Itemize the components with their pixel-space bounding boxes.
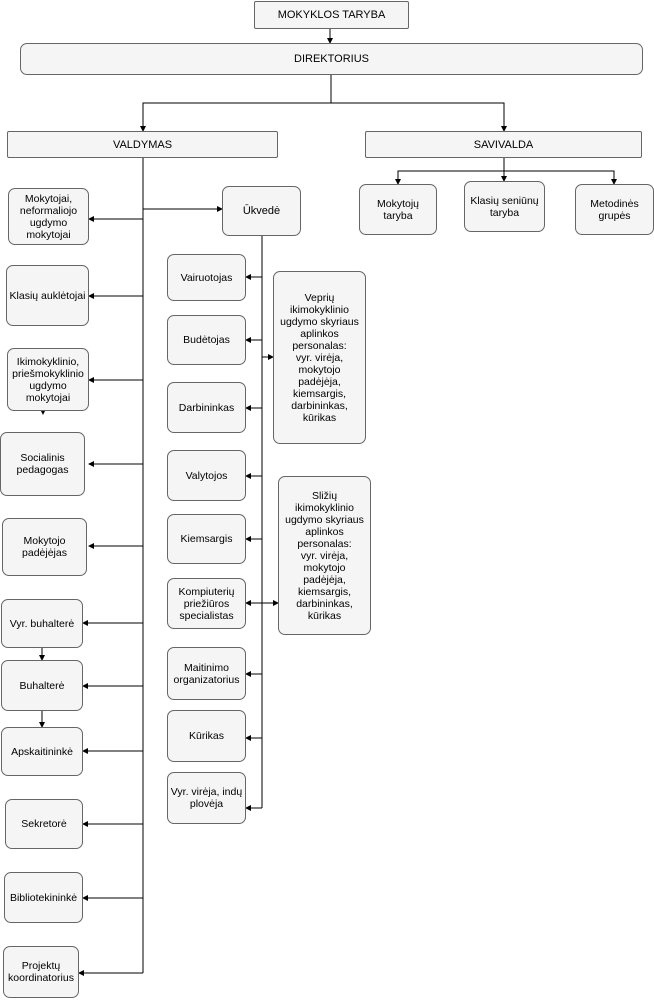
housekeeper-node: Ūkvedė	[222, 186, 301, 236]
director-node: DIREKTORIUS	[20, 43, 643, 75]
head-cook-node: Vyr. virėja, indų plovėja	[167, 772, 246, 824]
it-specialist-node: Kompiuterių priežiūros specialistas	[167, 578, 246, 629]
catering-organizer-node: Maitinimo organizatorius	[167, 647, 246, 700]
worker-node: Darbininkas	[167, 382, 246, 433]
social-pedagogue-node: Socialinis pedagogas	[0, 432, 85, 496]
cleaners-node: Valytojos	[167, 450, 246, 501]
vepriai-staff-node: Veprių ikimokyklinio ugdymo skyriaus apl…	[273, 271, 366, 444]
slizai-staff-node: Sližių ikimokyklinio ugdymo skyriaus apl…	[278, 476, 371, 635]
preschool-teachers-node: Ikimokyklinio, priešmokyklinio ugdymo mo…	[7, 348, 89, 411]
project-coordinator-node: Projektų koordinatorius	[3, 946, 79, 998]
watchman-node: Budėtojas	[167, 315, 246, 365]
chief-accountant-node: Vyr. buhalterė	[1, 599, 83, 648]
stoker-node: Kūrikas	[167, 710, 246, 762]
librarian-node: Bibliotekininkė	[4, 872, 83, 923]
accountant-node: Buhalterė	[1, 660, 83, 711]
secretary-node: Sekretorė	[5, 799, 83, 849]
class-elders-council-node: Klasių seniūnų taryba	[464, 181, 545, 232]
driver-node: Vairuotojas	[167, 254, 246, 301]
yard-keeper-node: Kiemsargis	[167, 514, 246, 564]
self-government-node: SAVIVALDA	[365, 131, 642, 158]
methodical-groups-node: Metodinės grupės	[575, 184, 654, 235]
teachers-council-node: Mokytojų taryba	[359, 184, 437, 235]
bookkeeper-node: Apskaitininkė	[1, 727, 83, 776]
class-tutors-node: Klasių auklėtojai	[6, 265, 89, 326]
school-council-node: MOKYKLOS TARYBA	[254, 1, 409, 29]
teacher-assistant-node: Mokytojo padėjėjas	[2, 518, 87, 576]
teachers-node: Mokytojai, neformaliojo ugdymo mokytojai	[8, 188, 89, 245]
management-node: VALDYMAS	[7, 131, 278, 158]
